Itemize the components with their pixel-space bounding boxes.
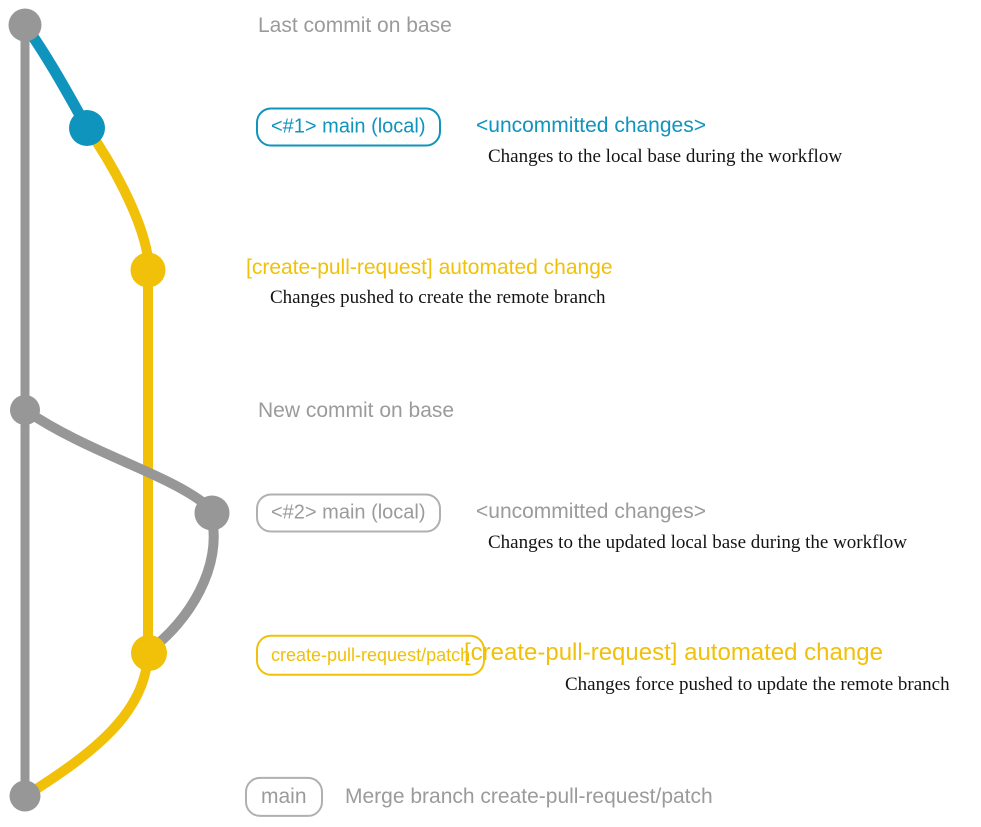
commit-dot-automated-change-1 — [130, 252, 166, 288]
label-new-commit-on-base: New commit on base — [258, 399, 455, 422]
note-force-push-remote: Changes force pushed to update the remot… — [565, 674, 950, 695]
commit-dot-automated-change-2 — [131, 635, 167, 671]
branch-badge-main-local-2-text: <#2> main (local) — [256, 493, 441, 533]
branch-path-patch-upper — [82, 123, 153, 658]
branch-badge-patch: create-pull-request/patch — [256, 634, 486, 676]
label-last-commit-on-base: Last commit on base — [258, 14, 452, 37]
git-graph-canvas — [8, 8, 230, 812]
commit-dot-uncommitted-1 — [69, 110, 105, 146]
label-uncommitted-changes-1: <uncommitted changes> — [476, 114, 706, 137]
branch-badge-main-local-1-text: <#1> main (local) — [256, 107, 441, 147]
branch-badge-main-text: main — [245, 776, 323, 818]
commit-dot-last-base — [8, 8, 42, 42]
branch-path-patch-merge — [22, 648, 153, 800]
branch-badge-main: main — [245, 776, 323, 818]
branch-path-main-local-1 — [19, 19, 93, 134]
commit-dot-merge — [9, 780, 41, 812]
branch-badge-main-local-1: <#1> main (local) — [256, 107, 441, 147]
label-automated-change-2: [create-pull-request] automated change — [464, 639, 883, 666]
branch-badge-main-local-2: <#2> main (local) — [256, 493, 441, 533]
note-updated-local-base-changes: Changes to the updated local base during… — [488, 532, 907, 553]
label-automated-change-1: [create-pull-request] automated change — [246, 256, 613, 279]
note-local-base-changes: Changes to the local base during the wor… — [488, 146, 843, 167]
branch-badge-patch-text: create-pull-request/patch — [256, 634, 486, 676]
note-push-create-remote: Changes pushed to create the remote bran… — [270, 287, 606, 308]
label-merge-branch: Merge branch create-pull-request/patch — [345, 785, 713, 808]
branch-path-main-local-2-in — [145, 510, 219, 655]
commit-dot-new-base — [10, 395, 40, 425]
commit-dot-uncommitted-2 — [194, 495, 230, 531]
label-uncommitted-changes-2: <uncommitted changes> — [476, 500, 706, 523]
branch-path-main-local-2-out — [20, 405, 210, 509]
